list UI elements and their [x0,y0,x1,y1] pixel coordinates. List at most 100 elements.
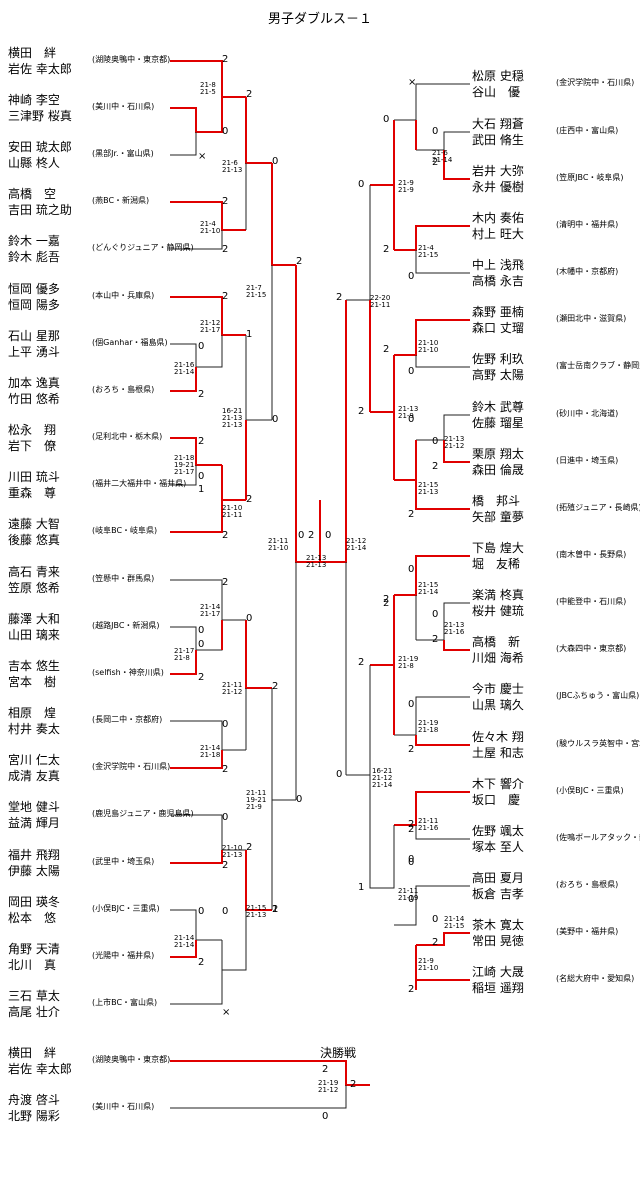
game-score: 21-14 21-17 [200,603,221,618]
player-name: 加本 逸真 [8,376,60,390]
score-digit: 0 [272,414,279,425]
player-name: 藤澤 大和 [8,612,60,626]
player-name: 松原 史穏 [472,69,524,83]
score-digit: 2 [322,1064,329,1075]
score-digit: 2 [222,196,229,207]
r-r1-8 [416,414,470,441]
team-label: (南木曽中・長野県) [556,550,627,559]
player-name: 高橋 新 [472,635,521,649]
player-name: 木内 奏佑 [472,211,524,225]
r-r1-6 [394,319,470,356]
player-name: 成清 友真 [8,769,60,783]
game-score: 16-21 21-13 21-13 [222,407,243,429]
score-digit: 0 [408,854,415,865]
score-digit: 2 [222,860,229,871]
game-score: 21-15 21-13 [418,481,439,496]
l-r2-3 [245,335,272,421]
player-name: 宮本 樹 [8,675,57,689]
player-name: 村井 奏太 [8,722,60,736]
player-name: 佐野 利玖 [472,352,524,366]
score-digit: 2 [198,436,205,447]
player-name: 矢部 童夢 [472,510,524,524]
game-score: 21-10 21-10 [418,339,439,354]
player-name: 伊藤 太陽 [8,864,60,878]
l-r2-4 [221,465,246,501]
team-label: (燕BC・新潟県) [92,196,150,205]
r-r2-10 [369,775,395,889]
l-r1-2 [170,97,223,133]
score-digit: 2 [408,824,415,835]
player-name: 高橋 永吉 [472,274,524,288]
r-r1-13 [443,640,470,651]
l-r2-10 [221,910,247,971]
r-r1-11 [394,555,470,596]
score-digit: 0 [325,530,332,541]
game-score: 21-13 21-16 [444,621,465,636]
l-r1-1 [170,60,246,98]
r-r1-2 [416,131,470,151]
game-score: 21-14 21-15 [444,915,465,930]
player-name: 岩佐 幸太郎 [8,62,72,76]
player-name: 常田 晃徳 [472,934,524,948]
game-score: 21-19 21-12 [318,1079,339,1094]
l-r2-9 [245,850,272,911]
game-score: 21-15 21-13 [246,904,267,919]
r-r1-20 [415,979,470,990]
r-r1-17 [415,825,470,840]
player-name: 永井 優樹 [472,180,524,194]
team-label: (富士岳南クラブ・静岡県) [556,361,640,370]
score-digit: 0 [432,914,439,925]
player-name: 相原 煌 [8,706,57,720]
r-r1-9 [443,440,470,463]
player-name: 岩下 僚 [8,439,57,453]
score-digit: 1 [246,329,253,340]
player-name: 楽満 柊真 [472,588,524,602]
player-name: 山縣 柊人 [8,156,60,170]
game-score: 21-18 19-21 21-17 [174,454,195,476]
r-r1-4 [394,225,470,251]
score-digit: 2 [336,292,343,303]
player-name: 大石 翔蒼 [472,117,524,131]
team-label: (名総大府中・愛知県) [556,974,635,983]
game-score: 21-11 21-19 [398,887,419,902]
player-name: 恒岡 陽多 [8,298,60,312]
player-name: 重森 尊 [8,486,57,500]
team-label: (駿ウルスラ英智中・宮城県) [556,739,640,748]
score-digit: 0 [408,414,415,425]
score-digit: 0 [322,1111,329,1122]
game-score: 21-13 21-12 [444,435,465,450]
score-digit: × [222,1007,231,1018]
score-digit: 2 [222,530,229,541]
team-label: (黒部Jr.・富山県) [92,149,154,158]
player-name: 安田 琥太郎 [8,140,72,154]
game-score: 21-12 21-17 [200,319,221,334]
team-label: (大森四中・東京都) [556,644,627,653]
player-name: 宮川 仁太 [8,753,60,767]
final-top [170,1060,370,1086]
player-name: 茶木 寛太 [472,918,524,932]
score-digit: 0 [198,639,205,650]
player-name: 桜井 健琉 [472,604,524,618]
game-score: 21-6 21-14 [432,149,453,164]
team-label: (清明中・福井県) [556,220,619,229]
score-digit: 2 [222,577,229,588]
player-name: 谷山 優 [472,85,521,99]
l-r3-1 [271,163,296,266]
score-digit: 2 [408,509,415,520]
player-name: 森野 亜楠 [472,305,524,319]
l-r1-18 [170,850,223,864]
r-r1-3 [443,150,470,180]
game-score: 21-10 21-13 [222,844,243,859]
r-r1-15 [415,735,470,746]
score-digit: 2 [358,657,365,668]
l-r2-1 [245,97,272,164]
score-digit: 2 [408,744,415,755]
player-name: 江崎 大晟 [472,965,524,979]
r-semi-1 [320,300,347,563]
score-digit: 1 [272,904,279,915]
r-r1-18 [394,885,470,926]
team-label: (砂川中・北海道) [556,409,619,418]
game-score: 21-11 21-16 [418,817,439,832]
score-digit: 1 [358,882,365,893]
player-name: 角野 天清 [8,942,60,956]
